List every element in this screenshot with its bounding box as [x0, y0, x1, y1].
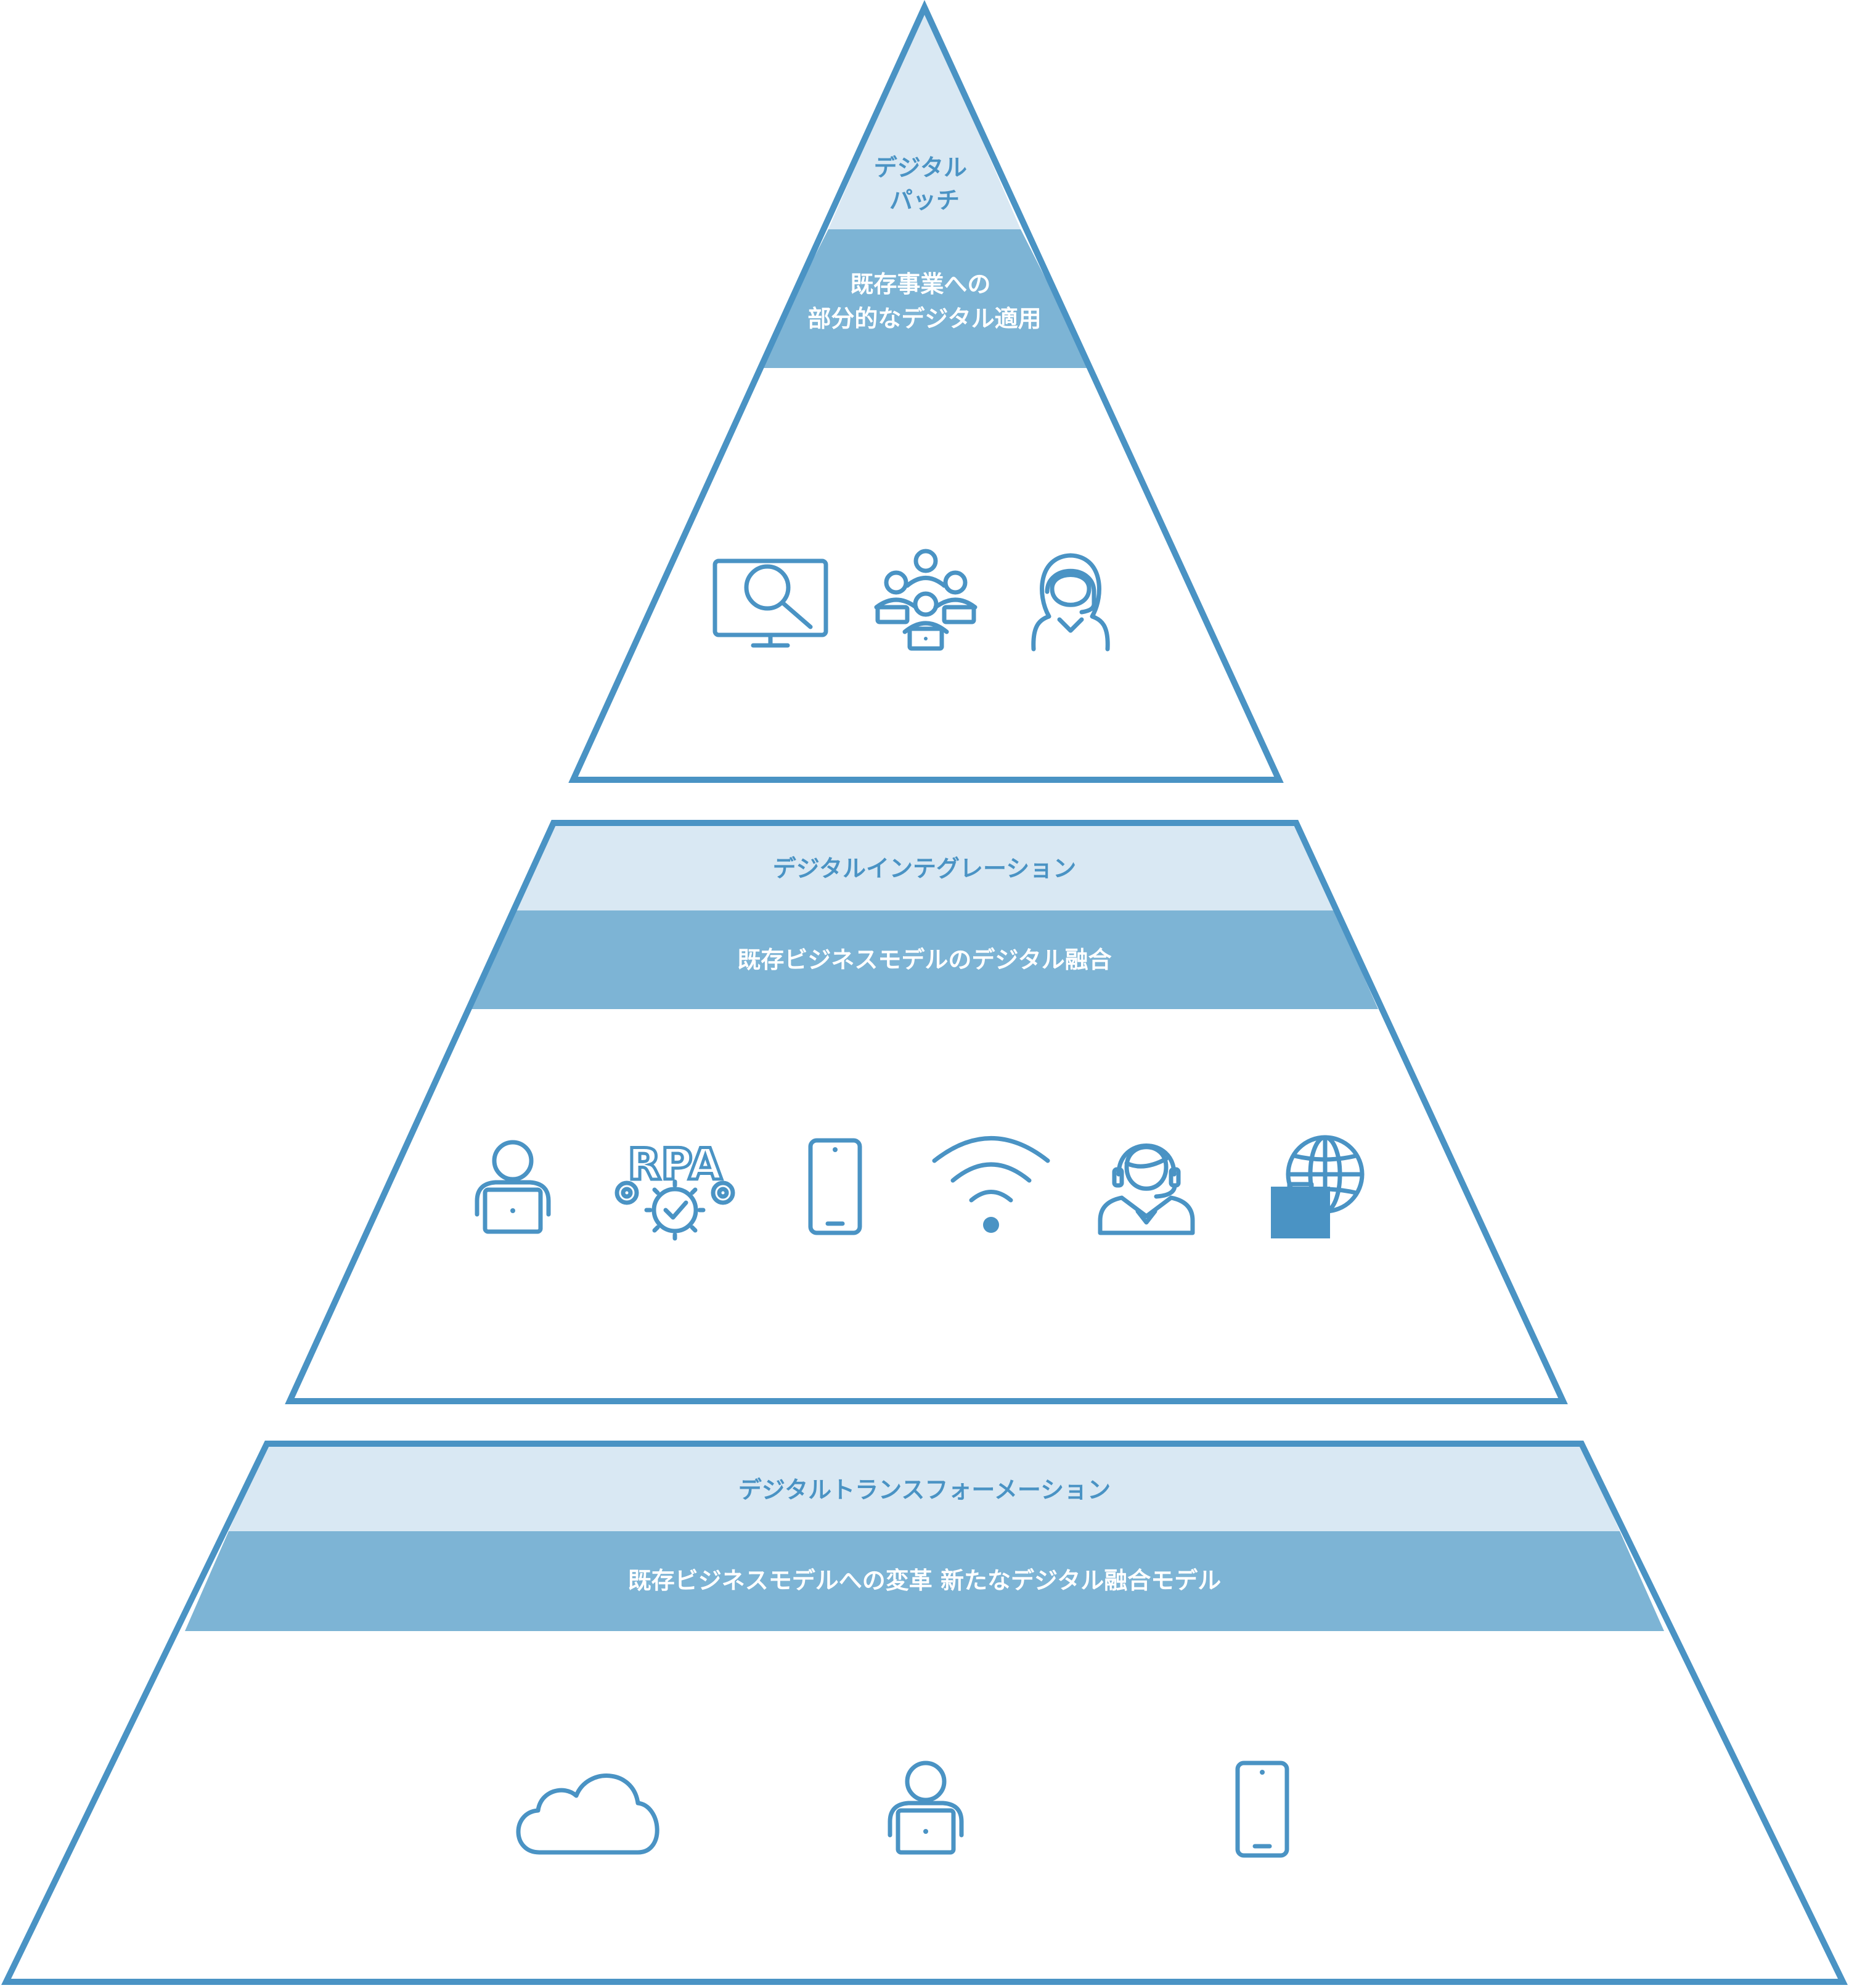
smartphone-icon [808, 1138, 862, 1235]
tier3-title-band [229, 1444, 1620, 1531]
remote-worker-laptop-icon [475, 1140, 551, 1234]
rpa-gears-icon: RPA [614, 1138, 735, 1241]
tier2-outline [285, 820, 1568, 1404]
tier1-title: デジタル パッチ [874, 154, 975, 214]
tier1-title-band [828, 7, 1021, 229]
team-meeting-icon [874, 549, 978, 651]
wifi-icon [932, 1136, 1050, 1233]
global-business-icon [1271, 1135, 1365, 1238]
tier3-subtitle-line1: 既存ビジネスモデルへの変革 新たなデジタル融合モデル [628, 1567, 1221, 1594]
tier3-outline [1, 1441, 1848, 1985]
tier1-subtitle: 既存事業への 部分的なデジタル適用 [807, 271, 1041, 332]
tier2-subtitle-line1: 既存ビジネスモデルのデジタル融合 [737, 946, 1111, 973]
tier-digital-patch: デジタル パッチ 既存事業への 部分的なデジタル適用 [568, 0, 1284, 783]
tier-digital-transformation: デジタルトランスフォーメーション 既存ビジネスモデルへの変革 新たなデジタル融合… [1, 1441, 1848, 1985]
tier3-subtitle: 既存ビジネスモデルへの変革 新たなデジタル融合モデル [628, 1567, 1221, 1594]
remote-worker-laptop-icon [888, 1761, 964, 1855]
tier-digital-integration: デジタルインテグレーション 既存ビジネスモデルのデジタル融合 RPA [285, 820, 1568, 1404]
tier1-outline [568, 0, 1284, 783]
tier1-title-line1: デジタル [874, 154, 967, 181]
tier1-subtitle-line1: 既存事業への [850, 271, 990, 298]
tier1-title-line2: パッチ [889, 187, 960, 214]
tier3-subtitle-band [185, 1531, 1664, 1631]
cloud-icon [516, 1773, 659, 1855]
monitor-search-icon [712, 558, 828, 648]
tier3-title-line1: デジタルトランスフォーメーション [738, 1476, 1111, 1503]
smartphone-icon [1235, 1761, 1289, 1858]
tier3-title: デジタルトランスフォーメーション [738, 1476, 1111, 1503]
tier2-subtitle: 既存ビジネスモデルのデジタル融合 [737, 946, 1111, 973]
tier2-title-line1: デジタルインテグレーション [773, 855, 1076, 882]
support-operator-woman-icon [1031, 553, 1110, 652]
tier2-subtitle-band [471, 910, 1378, 1009]
tier1-subtitle-line2: 部分的なデジタル適用 [807, 305, 1041, 332]
tier2-title-band [515, 823, 1334, 910]
support-operator-icon [1098, 1143, 1195, 1235]
tier2-title: デジタルインテグレーション [773, 855, 1076, 882]
tier1-subtitle-band [758, 229, 1091, 368]
